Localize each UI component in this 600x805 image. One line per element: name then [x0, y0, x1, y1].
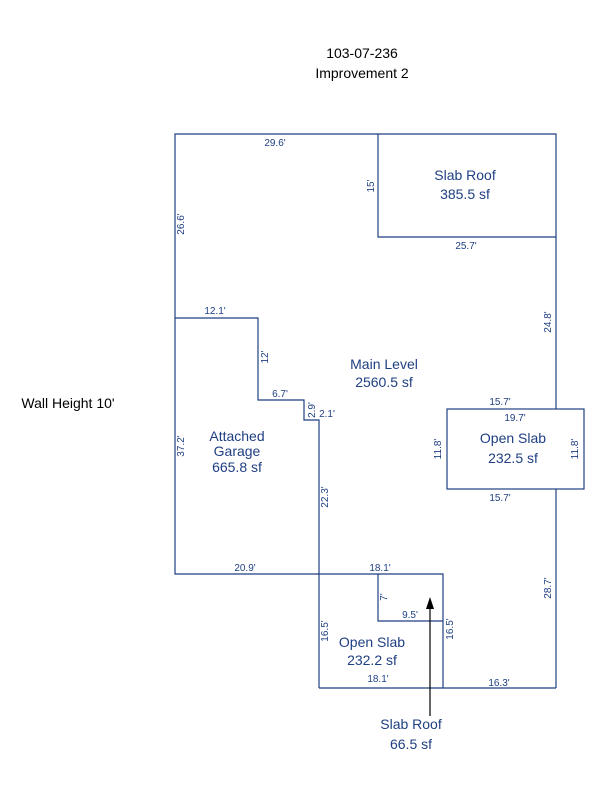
- improvement-label: Improvement 2: [315, 65, 409, 81]
- slab-roof-bottom-size: 66.5 sf: [390, 736, 432, 752]
- main-level-size: 2560.5 sf: [355, 374, 413, 390]
- dim-right-lower-height: 28.7': [543, 577, 554, 598]
- wall-height-label: Wall Height 10': [21, 395, 114, 411]
- dim-step-height-2-9: 2.9': [307, 402, 318, 418]
- open-slab-bottom-size: 232.2 sf: [347, 652, 397, 668]
- open-slab-bottom-name: Open Slab: [339, 634, 405, 650]
- dim-step-width-6-7: 6.7': [272, 389, 288, 400]
- dim-open-slab-left-height: 11.8': [433, 439, 444, 460]
- dim-bottom-slab-bottom: 18.1': [367, 674, 388, 685]
- dim-bottom-slab-top-width: 18.1': [369, 563, 390, 574]
- open-slab-right-size: 232.5 sf: [488, 450, 538, 466]
- main-outline-top: [174, 133, 557, 409]
- dim-step-width-2-1: 2.1': [319, 409, 335, 420]
- open-slab-right-outline: [446, 408, 585, 490]
- dim-step-height-12: 12': [260, 350, 271, 363]
- dim-right-upper-height: 24.8': [543, 311, 554, 332]
- dim-small-roof-height: 7': [379, 593, 390, 601]
- slab-roof-top-name: Slab Roof: [434, 167, 496, 183]
- dim-open-slab-right-height: 11.8': [570, 439, 581, 460]
- garage-size: 665.8 sf: [212, 459, 262, 475]
- dim-garage-bottom-width: 20.9': [234, 563, 255, 574]
- main-level-name: Main Level: [350, 356, 418, 372]
- parcel-id: 103-07-236: [326, 45, 398, 61]
- dim-top-left-width: 29.6': [264, 138, 285, 149]
- dim-open-slab-top-outer: 15.7': [489, 397, 510, 408]
- dim-bottom-slab-left-height: 16.5': [320, 620, 331, 641]
- slab-roof-top-outline: [377, 134, 556, 238]
- dim-bottom-right-width: 16.3': [488, 678, 509, 689]
- dim-slab-roof-height: 15': [366, 179, 377, 192]
- sketch-lines: [174, 133, 585, 689]
- dim-garage-left-height: 37.2': [176, 435, 187, 456]
- dim-left-upper-height: 26.6': [176, 213, 187, 234]
- slab-roof-bottom-name: Slab Roof: [380, 716, 442, 732]
- dim-garage-right-height: 22.3': [320, 486, 331, 507]
- garage-outline: [174, 317, 320, 575]
- dim-slab-roof-width: 25.7': [455, 241, 476, 252]
- dim-open-slab-bottom: 15.7': [489, 493, 510, 504]
- dim-garage-top-width: 12.1': [204, 306, 225, 317]
- slab-roof-top-size: 385.5 sf: [440, 186, 490, 202]
- dim-bottom-slab-right-height: 16.5': [445, 618, 456, 639]
- open-slab-right-name: Open Slab: [480, 430, 546, 446]
- slab-roof-pointer-arrow: [426, 597, 434, 716]
- garage-name-line1: Attached: [209, 428, 264, 444]
- dim-open-slab-top-inner: 19.7': [504, 413, 525, 424]
- garage-name-line2: Garage: [214, 443, 261, 459]
- bottom-outline: [319, 573, 444, 688]
- dim-small-roof-width: 9.5': [402, 610, 418, 621]
- small-slab-roof-outline: [377, 574, 443, 622]
